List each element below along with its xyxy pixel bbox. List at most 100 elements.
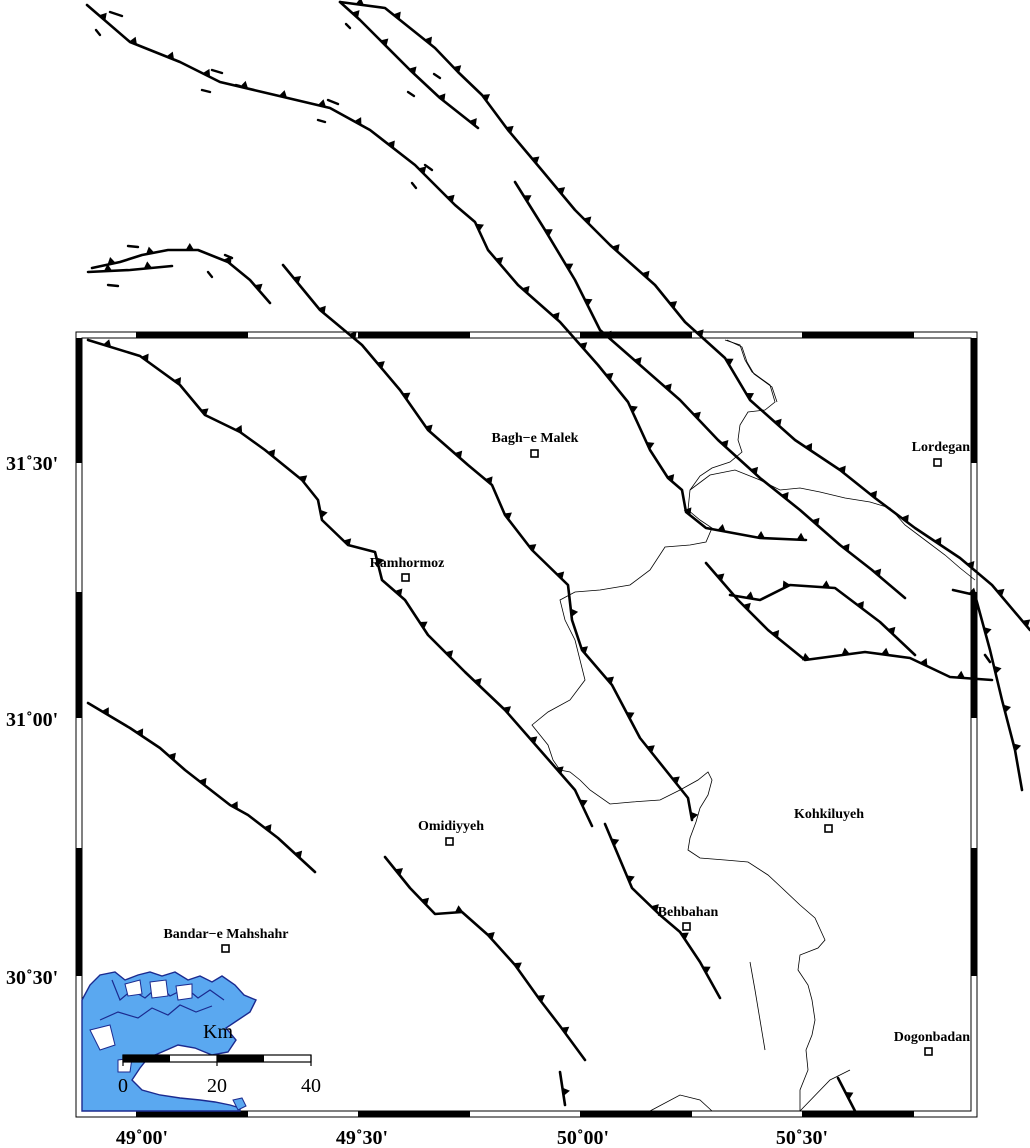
thrust-tooth <box>663 383 672 392</box>
thrust-tooth <box>702 966 711 974</box>
thrust-tooth <box>173 377 182 386</box>
thrust-tooth <box>646 442 655 450</box>
thrust-tooth <box>263 824 272 833</box>
thrust-tooth <box>968 587 977 596</box>
city-label: Bagh−e Malek <box>492 431 579 446</box>
fault-line <box>704 561 994 682</box>
thrust-tooth <box>856 601 864 610</box>
thrust-tooth <box>821 580 831 588</box>
thrust-tooth <box>773 418 782 427</box>
thrust-tooth <box>901 514 909 523</box>
thrust-tooth <box>146 246 155 255</box>
thrust-tooth <box>579 799 588 808</box>
thrust-tooth <box>437 93 446 102</box>
thrust-tooth <box>103 339 112 348</box>
thrust-tooth <box>695 329 704 338</box>
thrust-tooth <box>408 66 417 75</box>
thrust-tooth <box>351 10 360 19</box>
thrust-tooth <box>424 424 433 433</box>
thrust-tooth <box>933 537 942 546</box>
thrust-tooth <box>294 850 303 859</box>
thrust-tooth <box>230 801 238 810</box>
thrust-tooth <box>690 811 699 820</box>
fault-line <box>281 263 694 822</box>
fault-line <box>86 264 174 274</box>
thrust-tooth <box>983 627 992 636</box>
latitude-label: 31˚00' <box>6 709 58 731</box>
map-frame <box>75 331 978 1118</box>
fault-line <box>383 855 587 1062</box>
thrust-tooth <box>380 38 389 47</box>
thrust-tooth <box>742 602 751 611</box>
fault-lines <box>85 0 1030 1113</box>
thrust-tooth <box>720 439 729 448</box>
thrust-tooth <box>993 665 1002 674</box>
thrust-tooth <box>626 875 635 884</box>
thrust-tooth <box>486 932 495 940</box>
thrust-tooth <box>484 476 493 485</box>
thrust-tooth <box>418 166 427 175</box>
city-bagh-e-malek: Bagh−e Malek <box>492 431 579 458</box>
thrust-tooth <box>629 405 638 414</box>
thrust-tooth <box>454 450 463 459</box>
thrust-teeth <box>98 0 1030 1100</box>
fault-line <box>951 588 1024 792</box>
thrust-tooth <box>556 571 565 580</box>
thrust-tooth <box>605 372 614 381</box>
thrust-tooth <box>611 838 620 847</box>
thrust-tooth <box>996 588 1005 597</box>
thrust-tooth <box>557 187 566 195</box>
thrust-tooth <box>966 560 975 570</box>
thrust-tooth <box>495 257 504 265</box>
city-label: Lordegan <box>912 440 971 455</box>
thrust-tooth <box>626 712 635 720</box>
city-lordegan: Lordegan <box>912 440 971 467</box>
thrust-tooth <box>202 68 211 78</box>
thrust-tooth <box>583 216 592 225</box>
longitude-labels: 49˚00' 49˚30' 50˚00' 50˚30' <box>116 1127 828 1148</box>
thrust-tooth <box>317 99 326 108</box>
thrust-tooth <box>845 1092 854 1100</box>
city-label: Behbahan <box>658 905 719 920</box>
thrust-tooth <box>646 745 655 753</box>
thrust-tooth <box>481 94 491 102</box>
thrust-tooth <box>101 707 109 716</box>
thrust-tooth <box>650 904 659 913</box>
fault-line <box>338 0 480 130</box>
thrust-tooth <box>565 263 574 271</box>
thrust-tooth <box>521 285 530 294</box>
thrust-tooth <box>98 12 107 21</box>
thrust-tooth <box>745 393 755 401</box>
thrust-tooth <box>348 331 357 340</box>
thrust-tooth <box>421 897 430 906</box>
latitude-label: 30˚30' <box>6 967 58 989</box>
city-label: Dogonbadan <box>894 1030 970 1045</box>
fault-line <box>90 248 272 305</box>
thrust-tooth <box>523 195 532 203</box>
thrust-tooth <box>445 650 454 659</box>
thrust-tooth <box>453 65 462 74</box>
thrust-tooth <box>343 538 352 547</box>
fault-line <box>85 3 808 542</box>
thrust-tooth <box>804 442 813 452</box>
thrust-tooth <box>536 994 546 1003</box>
thrust-tooth <box>185 243 195 250</box>
thrust-tooth <box>394 588 403 597</box>
thrust-tooth <box>200 408 209 417</box>
thrust-tooth <box>584 298 593 307</box>
thrust-tooth <box>103 264 113 272</box>
longitude-label: 49˚00' <box>116 1127 168 1148</box>
thrust-tooth <box>838 465 846 474</box>
thrust-tooth <box>756 531 766 539</box>
thrust-tooth <box>469 118 477 127</box>
city-behbahan: Behbahan <box>658 905 719 931</box>
thrust-tooth <box>551 312 560 321</box>
fault-fragments <box>94 10 442 288</box>
thrust-tooth <box>782 580 791 589</box>
thrust-tooth <box>869 490 878 499</box>
thrust-tooth <box>671 776 680 785</box>
thrust-tooth <box>745 591 754 599</box>
thrust-tooth <box>355 0 364 6</box>
thrust-tooth <box>633 357 642 366</box>
